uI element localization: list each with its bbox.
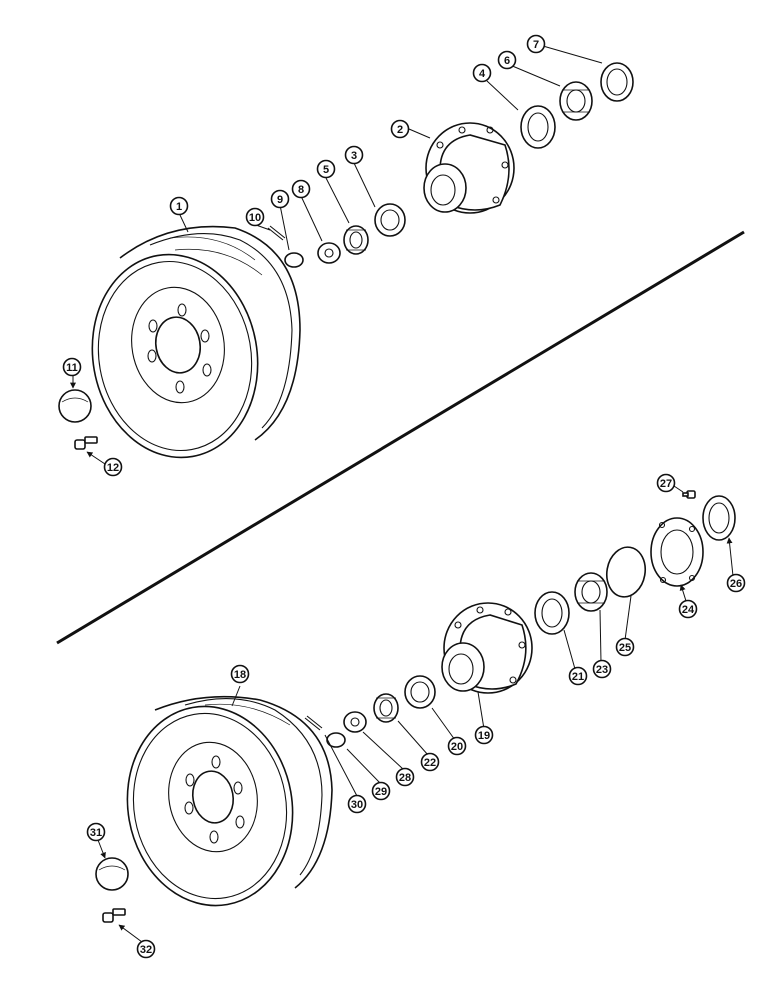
callout-2: 2 <box>390 119 410 139</box>
callout-11: 11 <box>62 357 82 377</box>
hub-cover-lower <box>650 517 704 587</box>
inner-bearing-cone-lower <box>373 693 399 723</box>
outer-bearing-cone-lower <box>574 572 608 612</box>
bolt-upper <box>74 436 98 450</box>
callout-10: 10 <box>245 207 265 227</box>
callout-28: 28 <box>395 767 415 787</box>
outer-bearing-cone-upper <box>559 81 593 121</box>
callout-24: 24 <box>678 599 698 619</box>
svg-text:31: 31 <box>90 827 102 839</box>
svg-text:5: 5 <box>323 164 329 176</box>
svg-text:25: 25 <box>619 642 631 654</box>
seal-upper <box>600 62 634 102</box>
callout-bubbles: 1 2 3 4 5 6 7 8 9 10 11 12 18 19 20 21 2… <box>62 34 746 959</box>
callout-7: 7 <box>526 34 546 54</box>
washer-lower <box>343 711 367 733</box>
callout-8: 8 <box>291 179 311 199</box>
callout-25: 25 <box>615 637 635 657</box>
outer-bearing-cup-lower <box>534 591 570 635</box>
svg-text:30: 30 <box>351 799 363 811</box>
svg-text:26: 26 <box>730 578 742 590</box>
callout-1: 1 <box>169 196 189 216</box>
seal-lower <box>702 495 736 541</box>
lower-assembly <box>95 490 736 923</box>
leader-lines <box>70 45 734 943</box>
cotter-pin-lower <box>304 715 323 731</box>
svg-text:2: 2 <box>397 124 403 136</box>
callout-4: 4 <box>472 63 492 83</box>
svg-text:3: 3 <box>351 150 357 162</box>
svg-text:19: 19 <box>478 730 490 742</box>
callout-23: 23 <box>592 659 612 679</box>
washer-upper <box>317 242 341 264</box>
svg-text:6: 6 <box>504 55 510 67</box>
upper-assembly <box>58 62 634 459</box>
callout-22: 22 <box>420 752 440 772</box>
svg-text:10: 10 <box>249 212 261 224</box>
callout-29: 29 <box>371 781 391 801</box>
callout-21: 21 <box>568 666 588 686</box>
cover-screw-lower <box>682 490 696 499</box>
wheel-rim-upper <box>91 225 301 459</box>
callout-12: 12 <box>103 457 123 477</box>
callout-6: 6 <box>497 50 517 70</box>
svg-text:1: 1 <box>176 201 182 213</box>
svg-text:20: 20 <box>451 741 463 753</box>
inner-bearing-cup-lower <box>404 675 436 709</box>
wheel-rim-lower <box>126 695 333 907</box>
hub-upper <box>423 122 515 214</box>
svg-text:8: 8 <box>298 184 304 196</box>
callout-27: 27 <box>656 473 676 493</box>
svg-text:32: 32 <box>140 944 152 956</box>
svg-text:18: 18 <box>234 669 246 681</box>
callout-32: 32 <box>136 939 156 959</box>
hub-cap-lower <box>95 857 129 891</box>
svg-text:27: 27 <box>660 478 672 490</box>
callout-20: 20 <box>447 736 467 756</box>
svg-text:9: 9 <box>277 194 283 206</box>
svg-text:11: 11 <box>66 362 78 374</box>
svg-text:23: 23 <box>596 664 608 676</box>
svg-text:12: 12 <box>107 462 119 474</box>
outer-bearing-cup-upper <box>520 105 556 149</box>
section-divider <box>56 230 745 645</box>
castle-nut-lower <box>326 732 346 748</box>
callout-5: 5 <box>316 159 336 179</box>
svg-text:4: 4 <box>479 68 486 80</box>
svg-text:24: 24 <box>682 604 695 616</box>
callout-30: 30 <box>347 794 367 814</box>
callout-26: 26 <box>726 573 746 593</box>
callout-19: 19 <box>474 725 494 745</box>
hub-cap-upper <box>58 389 92 423</box>
callout-3: 3 <box>344 145 364 165</box>
bolt-lower <box>102 908 126 923</box>
svg-text:22: 22 <box>424 757 436 769</box>
callout-31: 31 <box>86 822 106 842</box>
svg-text:28: 28 <box>399 772 411 784</box>
svg-text:29: 29 <box>375 786 387 798</box>
svg-text:7: 7 <box>533 39 539 51</box>
inner-bearing-cone-upper <box>343 225 369 255</box>
o-ring-lower <box>605 546 647 598</box>
hub-lower <box>441 602 533 694</box>
inner-bearing-cup-upper <box>374 203 406 237</box>
svg-text:21: 21 <box>572 671 584 683</box>
castle-nut-upper <box>284 252 304 268</box>
callout-9: 9 <box>270 189 290 209</box>
callout-18: 18 <box>230 664 250 684</box>
cotter-pin-upper <box>267 225 286 241</box>
